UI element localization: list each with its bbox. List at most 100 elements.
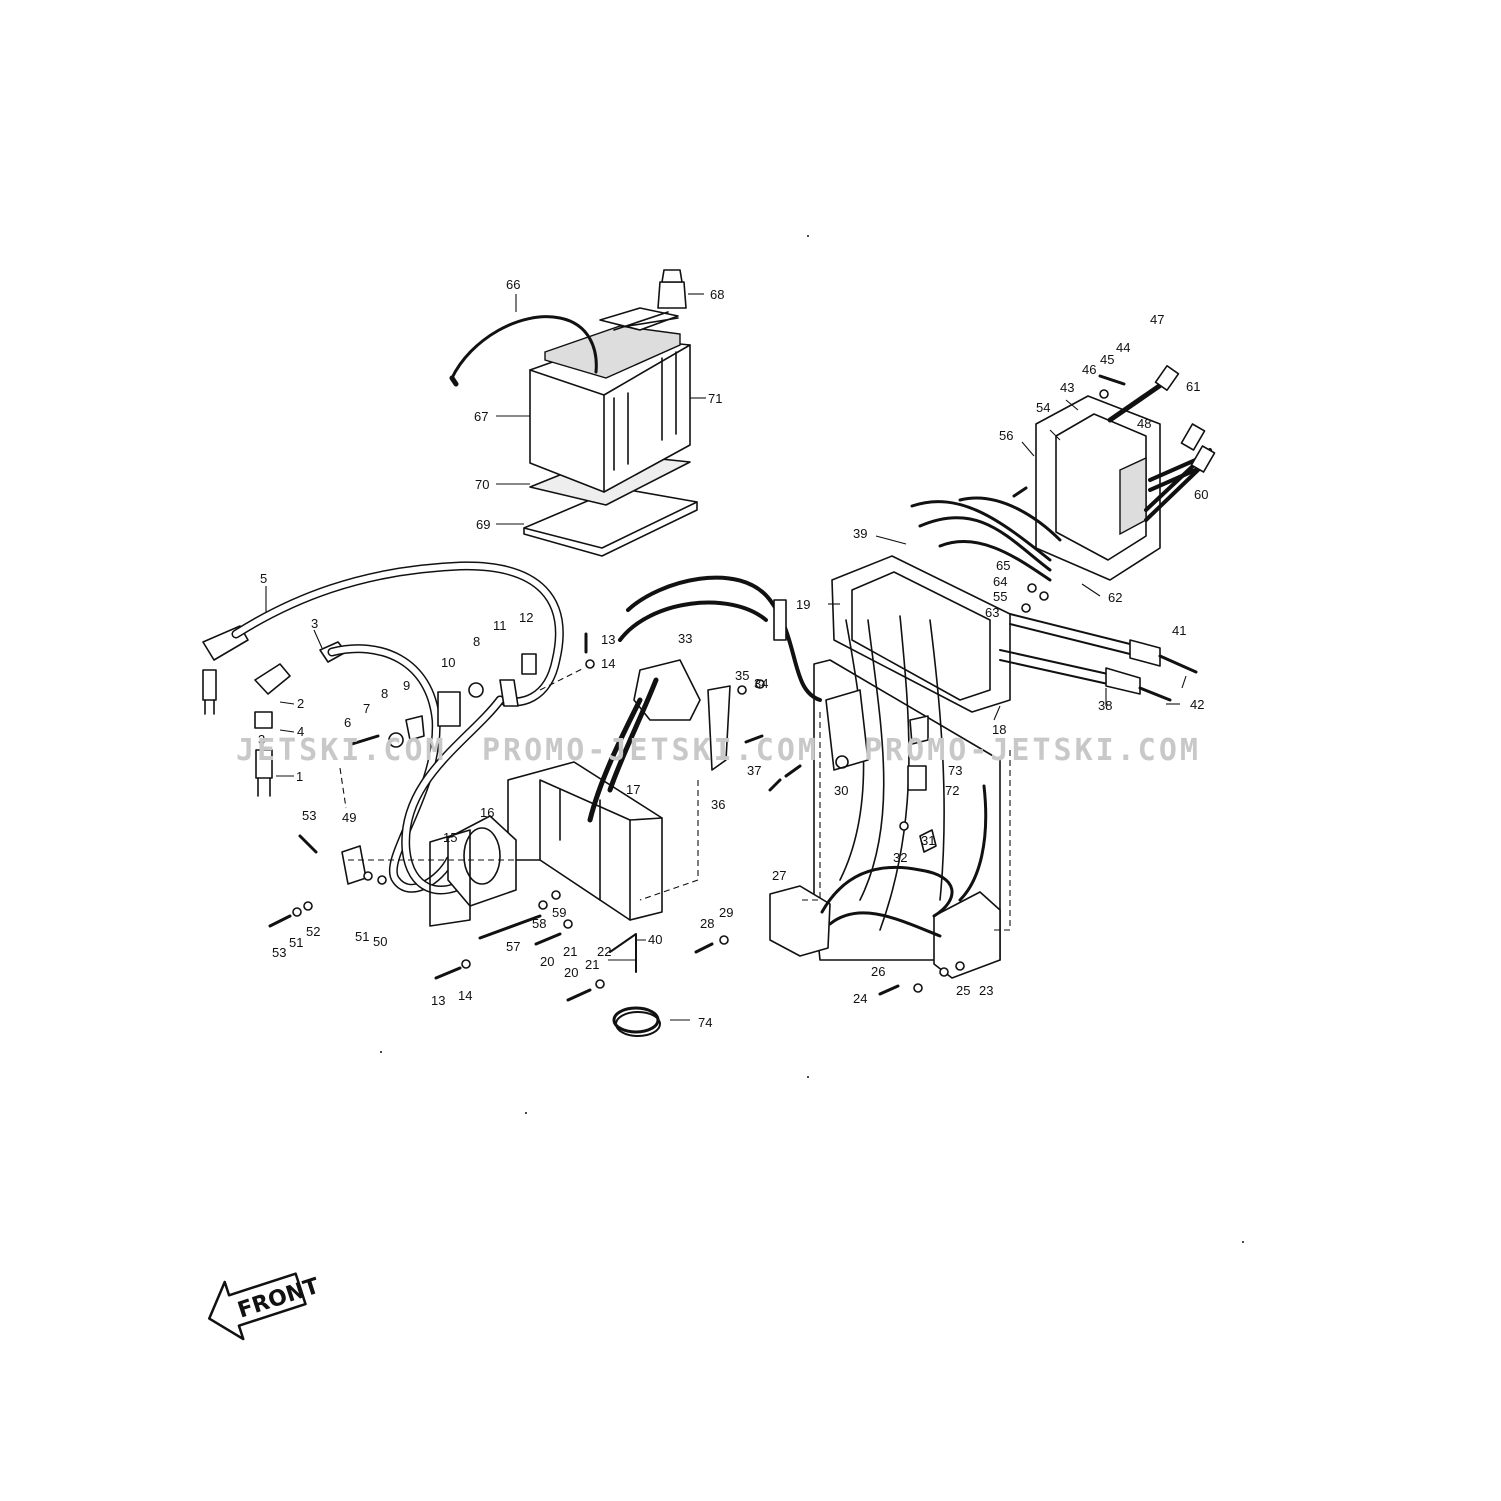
callout-9: 9 bbox=[403, 678, 410, 693]
callout-42: 42 bbox=[1190, 697, 1204, 712]
callout-21: 21 bbox=[563, 944, 577, 959]
callout-43: 43 bbox=[1060, 380, 1074, 395]
callout-26: 26 bbox=[871, 964, 885, 979]
callout-31: 31 bbox=[921, 833, 935, 848]
callout-28: 28 bbox=[700, 916, 714, 931]
callout-20: 20 bbox=[540, 954, 554, 969]
callout-10: 10 bbox=[441, 655, 455, 670]
callout-55: 55 bbox=[993, 589, 1007, 604]
callout-68: 68 bbox=[710, 287, 724, 302]
front-label: FRONT bbox=[235, 1274, 323, 1324]
callout-30: 30 bbox=[834, 783, 848, 798]
callout-37: 37 bbox=[747, 763, 761, 778]
callout-3: 3 bbox=[311, 616, 318, 631]
lead-clamps bbox=[350, 653, 537, 748]
callout-53: 53 bbox=[272, 945, 286, 960]
control-cables bbox=[999, 613, 1198, 702]
callout-27: 27 bbox=[772, 868, 786, 883]
callout-6: 6 bbox=[344, 715, 351, 730]
callout-15: 15 bbox=[443, 830, 457, 845]
callout-49: 49 bbox=[342, 810, 356, 825]
callout-45: 45 bbox=[1100, 352, 1114, 367]
callout-17: 17 bbox=[626, 782, 640, 797]
callout-51: 51 bbox=[289, 935, 303, 950]
callout-8: 8 bbox=[473, 634, 480, 649]
callout-35: 35 bbox=[735, 668, 749, 683]
callout-33: 33 bbox=[678, 631, 692, 646]
callout-65: 65 bbox=[996, 558, 1010, 573]
callout-36: 36 bbox=[711, 797, 725, 812]
callout-14: 14 bbox=[601, 656, 615, 671]
callout-13: 13 bbox=[601, 632, 615, 647]
callout-1: 1 bbox=[296, 769, 303, 784]
leader-lines bbox=[265, 293, 1187, 1021]
battery-assembly bbox=[449, 269, 698, 557]
fasteners bbox=[268, 374, 1126, 1002]
electric-cover bbox=[910, 364, 1216, 582]
callout-72: 72 bbox=[945, 783, 959, 798]
callout-18: 18 bbox=[992, 722, 1006, 737]
callout-8: 8 bbox=[381, 686, 388, 701]
callout-70: 70 bbox=[475, 477, 489, 492]
callout-22: 22 bbox=[597, 944, 611, 959]
callout-24: 24 bbox=[853, 991, 867, 1006]
callout-7: 7 bbox=[363, 701, 370, 716]
junction-bracket bbox=[587, 575, 822, 823]
callout-2: 2 bbox=[297, 696, 304, 711]
callout-60: 60 bbox=[1194, 487, 1208, 502]
callout-23: 23 bbox=[979, 983, 993, 998]
callout-5: 5 bbox=[260, 571, 267, 586]
callout-59: 59 bbox=[552, 905, 566, 920]
callout-32: 32 bbox=[893, 850, 907, 865]
callout-19: 19 bbox=[796, 597, 810, 612]
callout-12: 12 bbox=[519, 610, 533, 625]
spark-plug-group bbox=[202, 625, 347, 797]
callout-39: 39 bbox=[853, 526, 867, 541]
watermark-right: PROMO-JETSKI.COM bbox=[864, 733, 1201, 768]
callout-20: 20 bbox=[564, 965, 578, 980]
callout-47: 47 bbox=[1150, 312, 1164, 327]
callout-64: 64 bbox=[993, 574, 1007, 589]
callout-61: 61 bbox=[1186, 379, 1200, 394]
callout-34: 34 bbox=[754, 676, 768, 691]
callout-53: 53 bbox=[302, 808, 316, 823]
callout-54: 54 bbox=[1036, 400, 1050, 415]
callout-71: 71 bbox=[708, 391, 722, 406]
callout-66: 66 bbox=[506, 277, 520, 292]
callout-73: 73 bbox=[948, 763, 962, 778]
callout-48: 48 bbox=[1137, 416, 1151, 431]
callout-41: 41 bbox=[1172, 623, 1186, 638]
watermark-middle: PROMO-JETSKI.COM bbox=[482, 733, 819, 768]
callout-52: 52 bbox=[306, 924, 320, 939]
callout-38: 38 bbox=[1098, 698, 1112, 713]
scan-specks bbox=[380, 235, 1244, 1243]
hose-clamp bbox=[612, 1006, 661, 1037]
callout-58: 58 bbox=[532, 916, 546, 931]
callout-50: 50 bbox=[373, 934, 387, 949]
callout-63: 63 bbox=[985, 605, 999, 620]
electric-box bbox=[769, 555, 1011, 979]
callout-13: 13 bbox=[431, 993, 445, 1008]
callout-44: 44 bbox=[1116, 340, 1130, 355]
callout-74: 74 bbox=[698, 1015, 712, 1030]
callout-21: 21 bbox=[585, 957, 599, 972]
front-direction-arrow: FRONT bbox=[208, 1272, 323, 1341]
callout-67: 67 bbox=[474, 409, 488, 424]
callout-62: 62 bbox=[1108, 590, 1122, 605]
callout-3: 3 bbox=[258, 732, 265, 747]
callout-labels: 1 2 3 3 4 5 6 7 8 8 9 10 11 12 13 13 14 … bbox=[258, 277, 1208, 1030]
callout-51: 51 bbox=[355, 929, 369, 944]
callout-69: 69 bbox=[476, 517, 490, 532]
callout-11: 11 bbox=[493, 618, 507, 633]
callout-56: 56 bbox=[999, 428, 1013, 443]
callout-46: 46 bbox=[1082, 362, 1096, 377]
callout-29: 29 bbox=[719, 905, 733, 920]
callout-25: 25 bbox=[956, 983, 970, 998]
callout-14: 14 bbox=[458, 988, 472, 1003]
callout-4: 4 bbox=[297, 724, 304, 739]
callout-57: 57 bbox=[506, 939, 520, 954]
watermark: JETSKI.COM PROMO-JETSKI.COM PROMO-JETSKI… bbox=[236, 733, 1201, 768]
callout-16: 16 bbox=[480, 805, 494, 820]
callout-40: 40 bbox=[648, 932, 662, 947]
